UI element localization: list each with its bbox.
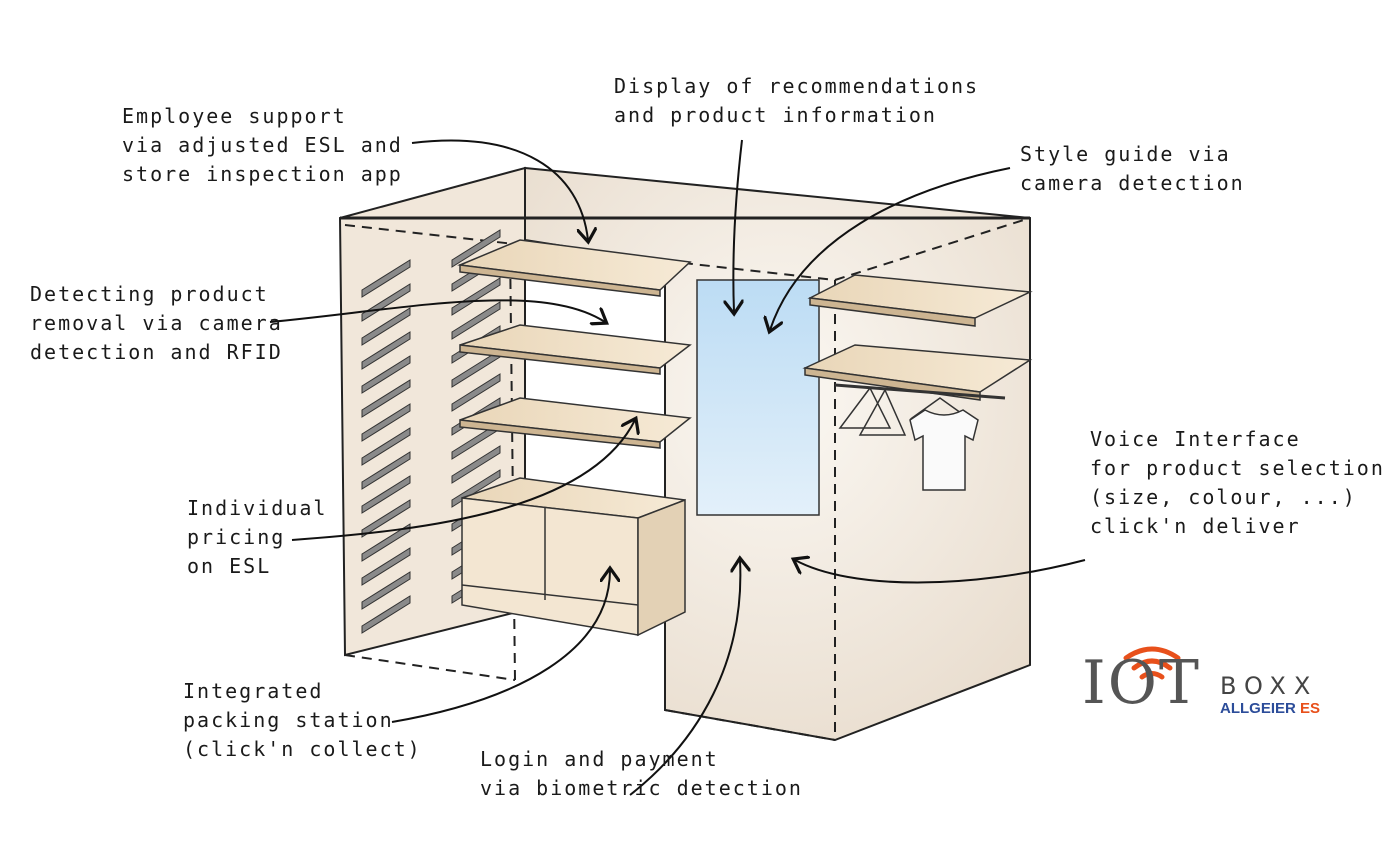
annotation-line: removal via camera (30, 311, 283, 335)
annotation-product-removal: Detecting product removal via camera detec… (30, 280, 283, 367)
slat (361, 259, 411, 298)
annotation-line: pricing (187, 525, 286, 549)
annotation-line: on ESL (187, 554, 272, 578)
annotation-line: click'n deliver (1090, 514, 1301, 538)
slat (361, 307, 411, 346)
slat (361, 595, 411, 634)
annotation-pricing: Individual pricing on ESL (187, 494, 327, 581)
annotation-line: via biometric detection (480, 776, 803, 800)
annotation-line: via adjusted ESL and (122, 133, 403, 157)
annotation-line: Display of recommendations (614, 74, 980, 98)
right-shelves (802, 274, 1033, 401)
slat (361, 379, 411, 418)
annotation-line: Employee support (122, 104, 347, 128)
left-shelves (457, 239, 692, 637)
annotation-line: Style guide via (1020, 142, 1231, 166)
annotation-line: Integrated (183, 679, 324, 703)
wifi-signal-icon (1123, 646, 1181, 680)
annotation-line: camera detection (1020, 171, 1245, 195)
annotation-employee-support: Employee support via adjusted ESL and stor… (122, 102, 403, 189)
tshirt-icon (909, 409, 979, 491)
slat (451, 277, 501, 316)
annotation-line: and product information (614, 103, 937, 127)
iotboxx-logo: IOT BOXX ALLGEIER ES (1082, 644, 1342, 720)
slat (451, 229, 501, 268)
slat (361, 427, 411, 466)
slat (361, 403, 411, 442)
annotation-style-guide: Style guide via camera detection (1020, 140, 1245, 198)
logo-sub-text: BOXX (1220, 672, 1319, 700)
annotation-line: Login and payment (480, 747, 719, 771)
annotation-line: (click'n collect) (183, 737, 422, 761)
slat (361, 451, 411, 490)
logo-main-text: IOT (1082, 648, 1201, 718)
annotation-line: detection and RFID (30, 340, 283, 364)
smart-mirror-display (696, 279, 820, 516)
annotation-line: Individual (187, 496, 328, 520)
logo-brand-name: ALLGEIER (1220, 700, 1296, 717)
annotation-display: Display of recommendations and product in… (614, 72, 979, 130)
annotation-line: (size, colour, ...) (1090, 485, 1357, 509)
slatted-wall-panel (361, 229, 501, 634)
slat (361, 283, 411, 322)
slat (361, 355, 411, 394)
slat (361, 547, 411, 586)
annotation-login-payment: Login and payment via biometric detection (480, 745, 803, 803)
slat (361, 571, 411, 610)
slat (451, 373, 501, 412)
annotation-packing-station: Integrated packing station (click'n collec… (183, 677, 422, 764)
slat (361, 523, 411, 562)
logo-brand: ALLGEIER ES (1220, 700, 1320, 718)
logo-brand-suffix: ES (1300, 700, 1321, 717)
annotation-line: Voice Interface (1090, 427, 1301, 451)
slat (451, 301, 501, 340)
slat (361, 475, 411, 514)
annotation-line: packing station (183, 708, 394, 732)
annotation-line: store inspection app (122, 162, 403, 186)
annotation-arrows (269, 139, 1086, 796)
slat (451, 445, 501, 484)
slat (361, 331, 411, 370)
annotation-voice-interface: Voice Interface for product selection (siz… (1090, 425, 1385, 541)
annotation-line: for product selection (1090, 456, 1385, 480)
annotation-line: Detecting product (30, 282, 269, 306)
